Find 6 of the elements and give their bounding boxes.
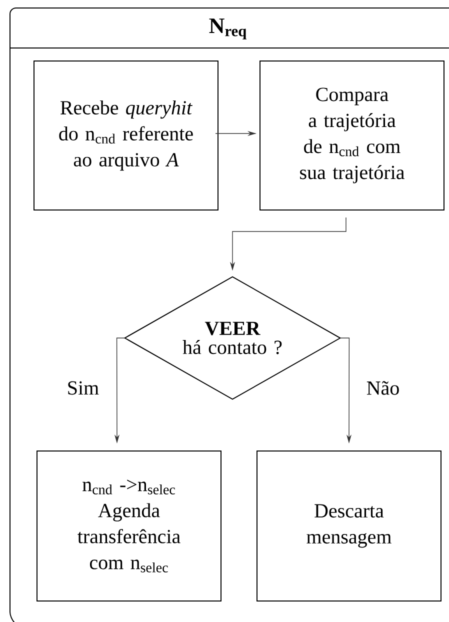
process-box: n$_{cnd}$ ->n$_{selec}$ Agenda transferência com n$_{selec}$ <box>36 450 222 602</box>
process-box: Descarta mensagem <box>256 450 442 602</box>
process-box: Compara a trajetória de n$_{cnd}$ com sua trajetória <box>260 60 444 210</box>
edge-label: Não <box>366 381 399 395</box>
edge-label: Sim <box>68 381 99 395</box>
process-box: Recebe queryhit do n$_{cnd}$ referente ao arquivo A <box>34 60 218 210</box>
